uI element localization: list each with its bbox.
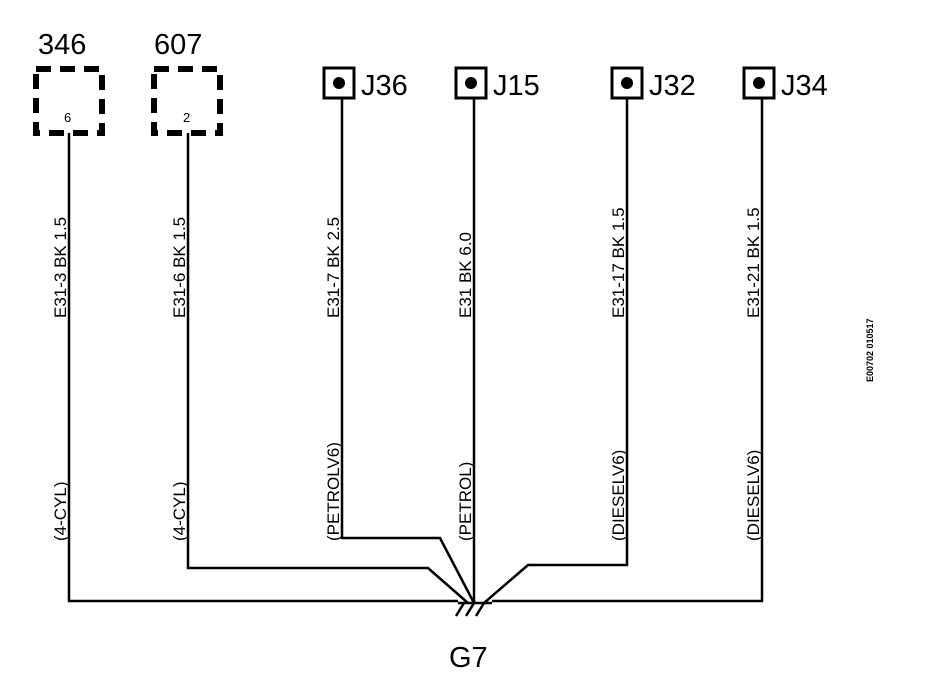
jack-j32-label: J32 [649,70,696,102]
connector-346-label: 346 [38,29,86,61]
figure-reference: E00702 010517 [865,318,875,382]
wire-paths [67,98,764,604]
wire-e31-3 [67,133,458,603]
jack-j34: J34 [742,66,828,102]
wire-code-4: E31 BK 6.0 [456,232,475,318]
wire-condition-6: (DIESELV6) [744,450,763,541]
jack-j36: J36 [322,66,408,102]
wire-e31-17 [483,98,629,604]
ground-label: G7 [449,642,488,674]
connector-346-box [33,66,105,136]
wire-code-2: E31-6 BK 1.5 [170,217,189,318]
wire-condition-1: (4-CYL) [51,481,70,541]
wire-condition-3: (PETROLV6) [324,442,343,541]
jack-j15: J15 [454,66,540,102]
wire-code-6: E31-21 BK 1.5 [744,207,763,318]
jack-j34-label: J34 [781,70,828,102]
connector-346-pin: 6 [64,110,71,125]
wire-e31-6 [186,133,469,604]
wire-e31-21 [492,98,764,603]
connector-607-box [151,66,223,136]
jack-j32: J32 [610,66,696,102]
wire-condition-5: (DIESELV6) [609,450,628,541]
wire-code-1: E31-3 BK 1.5 [51,217,70,318]
wire-code-5: E31-17 BK 1.5 [609,207,628,318]
connector-607-label: 607 [154,29,202,61]
connector-607-pin: 2 [183,110,190,125]
wire-condition-2: (4-CYL) [170,481,189,541]
jack-j15-label: J15 [493,70,540,102]
wire-code-3: E31-7 BK 2.5 [324,217,343,318]
jack-j36-label: J36 [361,70,408,102]
wire-condition-4: (PETROL) [456,462,475,541]
wire-e31-7 [340,98,476,604]
ground-symbol [454,601,492,617]
